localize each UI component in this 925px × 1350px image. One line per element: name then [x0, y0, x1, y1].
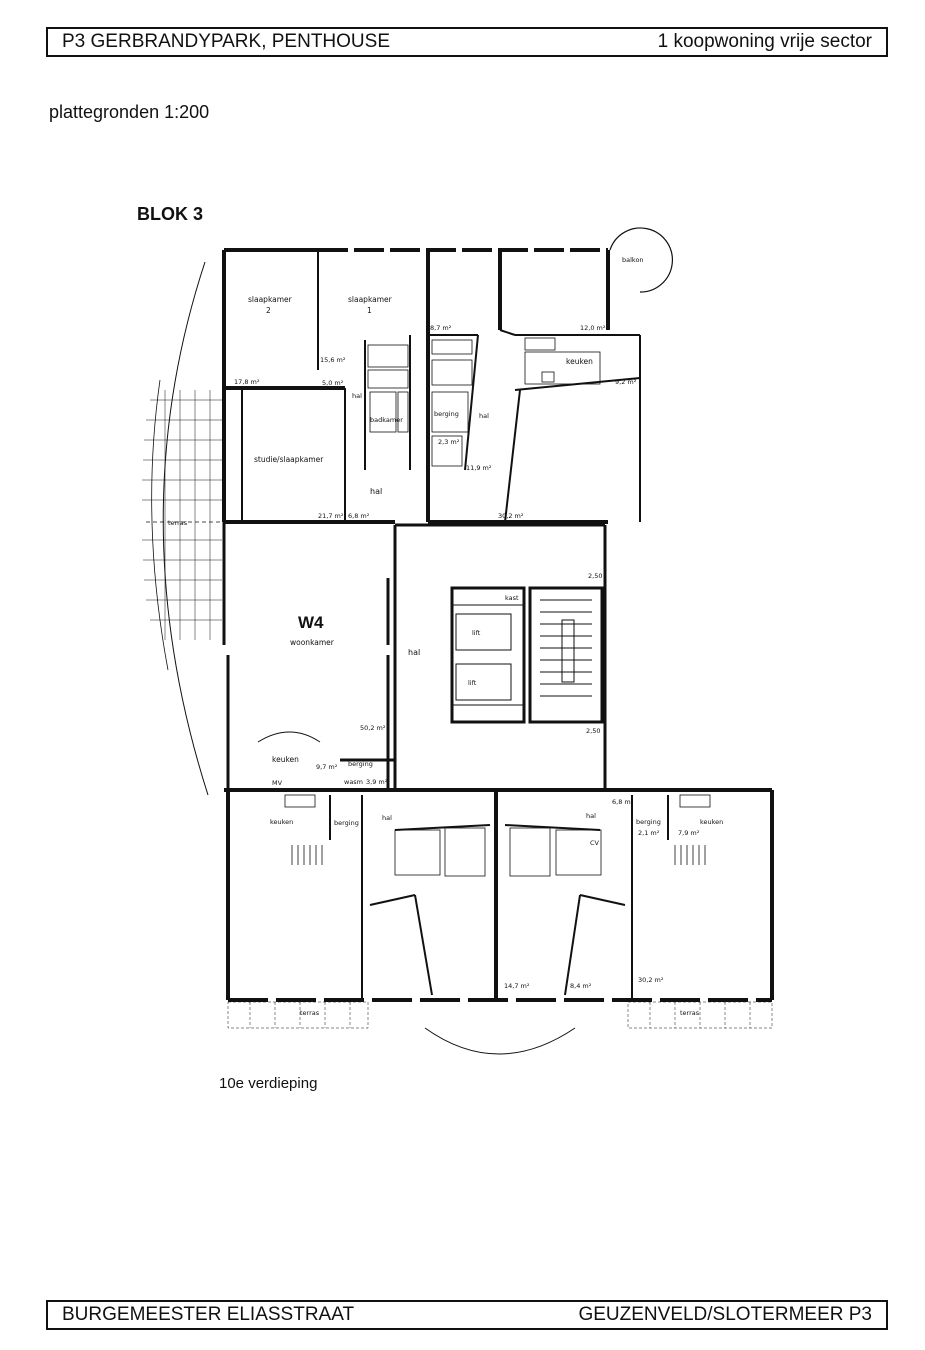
label-terras-br: terras — [680, 1009, 700, 1017]
label-berging-br: berging — [636, 818, 661, 826]
project-subtitle: 1 koopwoning vrije sector — [657, 31, 872, 52]
dim-2: 2,50 — [586, 727, 600, 735]
area-a8: 6,8 m² — [348, 512, 370, 520]
label-hal-center: hal — [408, 648, 420, 657]
terrace-curve — [162, 261, 209, 796]
floor-label: 10e verdieping — [219, 1075, 318, 1092]
block-label: BLOK 3 — [137, 204, 204, 224]
area-a2: 12,0 m² — [580, 324, 606, 332]
inner-walls-top — [241, 250, 641, 523]
label-terras-left: terras — [168, 519, 188, 527]
area-a3: 15,6 m² — [320, 356, 346, 364]
balcony-arc — [609, 227, 673, 293]
label-terras-bl: terras — [300, 1009, 320, 1017]
label-hal-br: hal — [586, 812, 596, 820]
area-a13: 9,7 m² — [316, 763, 338, 771]
label-slaapkamer-2: slaapkamer — [248, 295, 293, 304]
area-a6: 9,2 m² — [615, 378, 637, 386]
outer-walls-top — [222, 248, 610, 524]
label-unit: W4 — [298, 613, 324, 632]
label-hal-bl: hal — [382, 814, 392, 822]
label-keuken-br: keuken — [700, 818, 723, 826]
inner-walls-bottom — [329, 795, 669, 1000]
area-a11: 2,3 m² — [438, 438, 460, 446]
area-a1: 8,7 m² — [430, 324, 452, 332]
terrace-grid — [142, 390, 222, 640]
area-a10: 11,9 m² — [466, 464, 492, 472]
area-a16: 2,1 m² — [638, 829, 660, 837]
mark-cv: CV — [590, 839, 600, 847]
area-a20: 30,2 m² — [638, 976, 664, 984]
label-keuken-bl: keuken — [270, 818, 293, 826]
core-details — [452, 599, 592, 706]
bottom-terraces — [227, 1001, 773, 1029]
label-keuken-top: keuken — [566, 357, 593, 366]
area-a17: 7,9 m² — [678, 829, 700, 837]
label-berging-w4: berging — [348, 760, 373, 768]
label-hal-upper-left: hal — [352, 392, 362, 400]
area-a15: 6,8 m² — [612, 798, 634, 806]
label-berging-bl: berging — [334, 819, 359, 827]
area-a12: 50,2 m² — [360, 724, 386, 732]
area-a4: 5,0 m² — [322, 379, 344, 387]
label-hal-upper-right: hal — [479, 412, 489, 420]
label-woonkamer: woonkamer — [290, 638, 335, 647]
mark-mv: MV — [272, 779, 283, 787]
dim-1: 2,50 — [588, 572, 602, 580]
outer-walls-bottom — [224, 788, 774, 1002]
scale-label: plattegronden 1:200 — [49, 102, 210, 122]
label-lift-2: lift — [468, 679, 477, 687]
area-a5: 17,8 m² — [234, 378, 260, 386]
label-badkamer: badkamer — [370, 416, 403, 424]
bottom-arc — [424, 1027, 576, 1055]
mark-wasm: wasm — [344, 778, 363, 786]
bottom-fixtures — [284, 794, 711, 877]
street-name: BURGEMEESTER ELIASSTRAAT — [62, 1304, 355, 1325]
label-berging-top: berging — [434, 410, 459, 418]
terrace-curve-inner — [151, 379, 169, 671]
label-studie: studie/slaapkamer — [254, 455, 324, 464]
area-a18: 14,7 m² — [504, 982, 530, 990]
core-walls — [393, 523, 607, 790]
top-fixtures — [367, 337, 601, 467]
label-slaapkamer-1-nr: 1 — [367, 306, 372, 315]
kitchen-island — [257, 731, 321, 743]
label-kast: kast — [505, 594, 519, 602]
project-title: P3 GERBRANDYPARK, PENTHOUSE — [62, 31, 391, 52]
area-a19: 8,4 m² — [570, 982, 592, 990]
w4-walls — [222, 522, 395, 790]
header-bar: P3 GERBRANDYPARK, PENTHOUSE 1 koopwoning… — [46, 27, 888, 57]
district-name: GEUZENVELD/SLOTERMEER P3 — [578, 1304, 872, 1325]
area-a14: 3,9 m² — [366, 778, 388, 786]
label-slaapkamer-1: slaapkamer — [348, 295, 393, 304]
label-lift-1: lift — [472, 629, 481, 637]
label-keuken-w4: keuken — [272, 755, 299, 764]
area-a7: 21,7 m² — [318, 512, 344, 520]
label-balkon: balkon — [622, 256, 644, 264]
area-a9: 30,2 m² — [498, 512, 524, 520]
label-hal-top: hal — [370, 487, 382, 496]
footer-bar: BURGEMEESTER ELIASSTRAAT GEUZENVELD/SLOT… — [46, 1300, 888, 1330]
label-slaapkamer-2-nr: 2 — [266, 306, 271, 315]
